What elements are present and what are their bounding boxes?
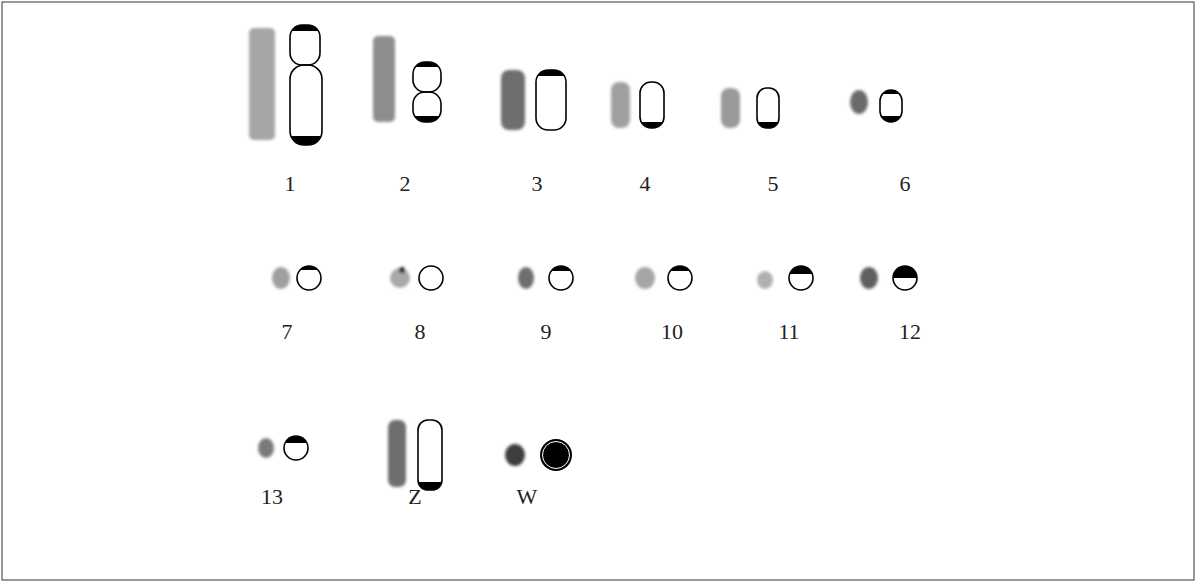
chromosome-number: 11 — [778, 320, 799, 344]
chromosome-photos — [249, 28, 878, 487]
chromosome-number: 8 — [415, 320, 426, 344]
w-ideogram — [540, 439, 572, 471]
chromosome-number: 2 — [400, 172, 411, 196]
chromosome-number: 7 — [282, 320, 293, 344]
chromosome-number: 1 — [285, 172, 296, 196]
chromosome-number: 6 — [900, 172, 911, 196]
ideogram-outlines — [284, 25, 917, 490]
chromosome-number: 4 — [640, 172, 651, 196]
chromosome-number: 10 — [661, 320, 683, 344]
chromosome-number: 3 — [532, 172, 543, 196]
chromosome-number: 13 — [261, 485, 283, 509]
chromosome-number: Z — [408, 485, 421, 509]
chromosome-number: 9 — [541, 320, 552, 344]
chromosome-number: 5 — [768, 172, 779, 196]
chromosome-number: 12 — [899, 320, 921, 344]
ideogram-bands — [282, 23, 919, 491]
chromosome-number: W — [517, 485, 538, 509]
